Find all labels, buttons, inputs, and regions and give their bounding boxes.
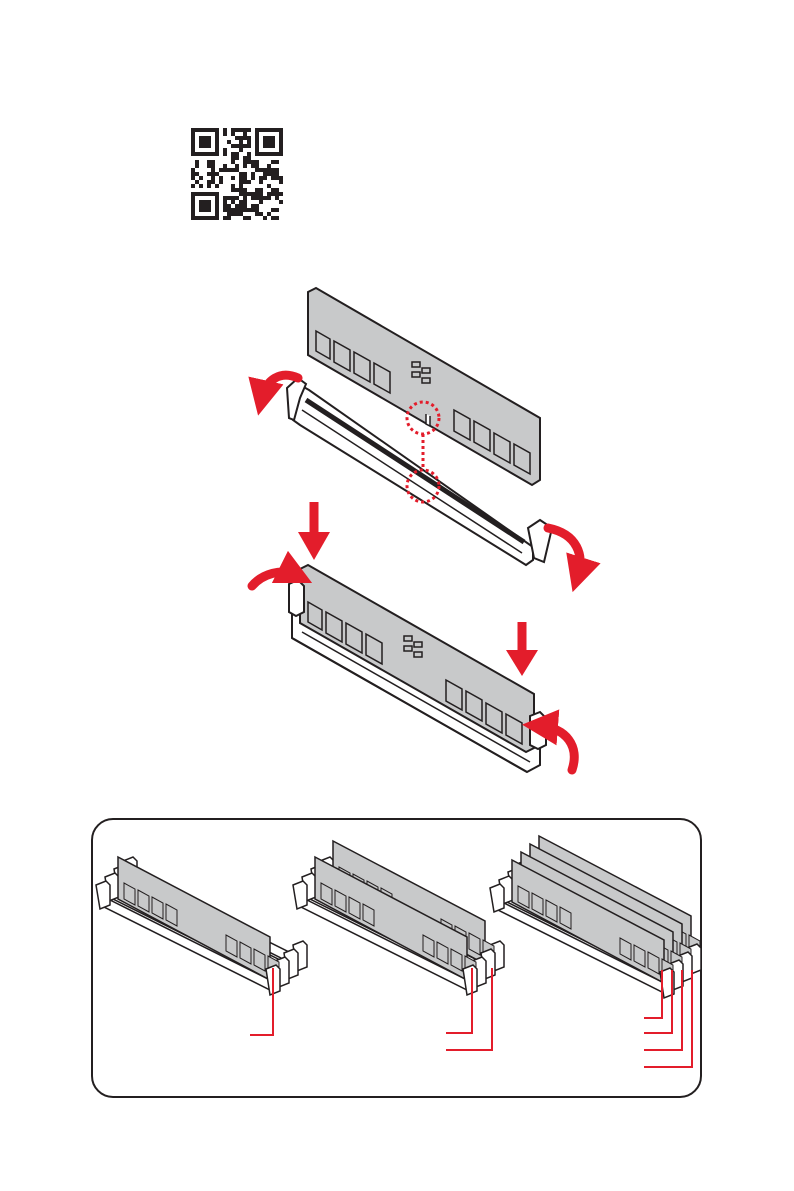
memory-install-illustration [0, 0, 794, 800]
memory-module-icon [308, 288, 540, 485]
population-diagram-frame [91, 818, 702, 1098]
